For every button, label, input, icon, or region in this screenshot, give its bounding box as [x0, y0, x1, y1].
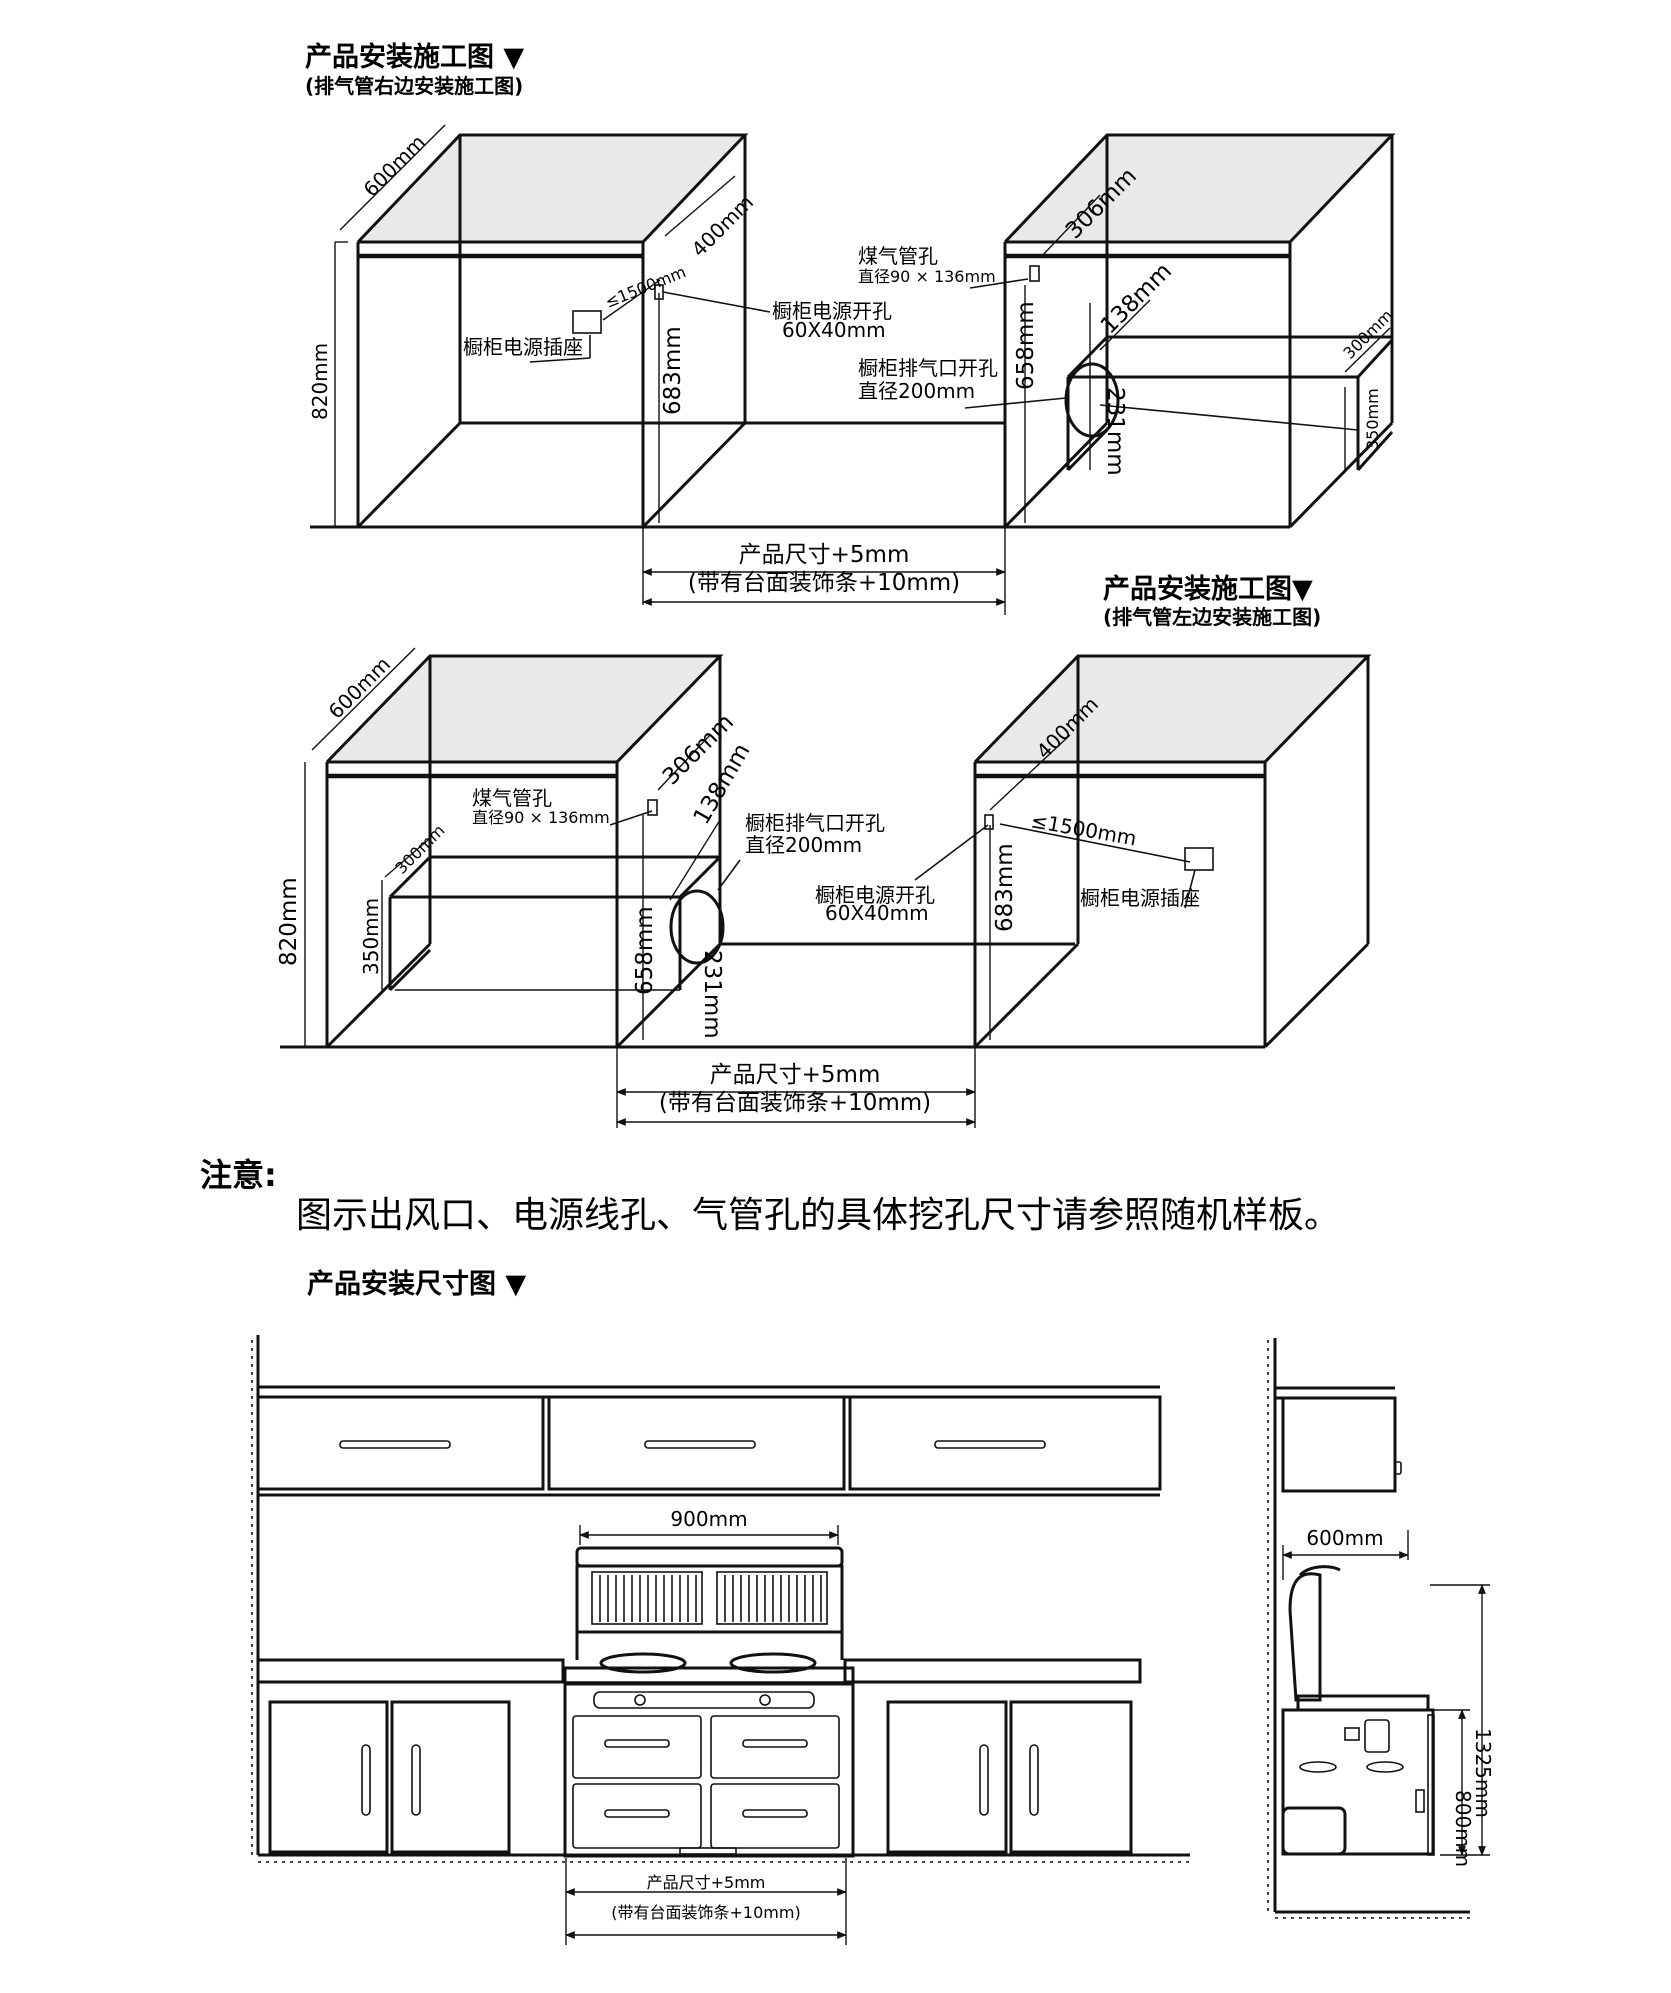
note-text: 图示出风口、电源线孔、气管孔的具体挖孔尺寸请参照随机样板。: [296, 1195, 1340, 1236]
upper-cabinet: [547, 1395, 846, 1491]
knob-icon: [634, 1694, 646, 1706]
section3-side-view: 600mm 1325mm 800mm: [1267, 1338, 1495, 1919]
label-power-hole: 橱柜电源开孔: [772, 299, 892, 323]
section1-right-cabinet: [1003, 133, 1396, 529]
label-power-hole-size: 60X40mm: [825, 901, 929, 925]
product-size-note: (带有台面装饰条+10mm): [659, 1090, 931, 1116]
label-gas-hole-size: 直径90 × 136mm: [858, 267, 996, 286]
knob-icon: [759, 1694, 771, 1706]
lower-cabinet-door: [390, 1700, 511, 1854]
dim-exhaust-diameter: 231mm: [699, 950, 725, 1039]
cabinet-top-surface: [327, 656, 720, 762]
door-handle: [1029, 1744, 1039, 1816]
drawer-handle: [604, 1739, 670, 1748]
gas-hole-icon: [1029, 265, 1040, 282]
drawer-handle: [604, 1809, 670, 1818]
section1-dimensions: [334, 124, 1391, 615]
side-gas-tank: [1281, 1806, 1347, 1856]
burner-icon: [729, 1652, 817, 1674]
note-block: 注意: 图示出风口、电源线孔、气管孔的具体挖孔尺寸请参照随机样板。: [200, 1156, 1340, 1236]
product-size: 产品尺寸+5mm: [739, 542, 910, 568]
dim-shelf-depth: 300mm: [1339, 306, 1396, 363]
side-backsplash: [1288, 1572, 1322, 1702]
door-handle: [411, 1744, 421, 1816]
door-handle: [979, 1744, 989, 1816]
label-gas-hole: 煤气管孔: [858, 244, 938, 268]
dim-shelf-height: 350mm: [1363, 388, 1382, 450]
countertop-right: [843, 1658, 1142, 1684]
side-upper-cabinet: [1281, 1396, 1397, 1493]
socket-icon: [1184, 847, 1214, 871]
cabinet-handle: [339, 1440, 451, 1449]
dim-power-hole-vertical: 683mm: [660, 326, 686, 415]
note-heading: 注意:: [200, 1156, 277, 1194]
product-size: 产品尺寸+5mm: [647, 1873, 766, 1892]
section2-subtitle: (排气管左边安装施工图): [1103, 605, 1321, 629]
upper-cabinet: [256, 1395, 545, 1491]
dim-exhaust-diameter: 231mm: [1102, 387, 1128, 476]
section1-subtitle: (排气管右边安装施工图): [305, 74, 523, 98]
label-socket: 橱柜电源插座: [463, 335, 583, 359]
label-exhaust-hole: 橱柜排气口开孔: [745, 811, 885, 835]
section1-header: 产品安装施工图 ▼ (排气管右边安装施工图): [305, 42, 524, 98]
lower-cabinet-door: [886, 1700, 1008, 1854]
lower-cabinet-door: [268, 1700, 389, 1854]
product-size: 产品尺寸+5mm: [710, 1062, 881, 1088]
dim-height: 820mm: [276, 877, 302, 966]
dim-width: 900mm: [670, 1507, 747, 1531]
dim-total-height: 1325mm: [1471, 1728, 1495, 1818]
section3-front-view: 900mm 产品尺寸+5mm (带有台面装饰条+10mm): [251, 1335, 1190, 1945]
section2-title: 产品安装施工图▼: [1103, 574, 1313, 605]
exhaust-hole-icon: [1064, 362, 1120, 438]
dim-power-hole-height: 400mm: [687, 190, 759, 262]
cabinet-handle: [934, 1440, 1046, 1449]
dim-height: 820mm: [308, 343, 332, 420]
gas-hole-icon: [647, 799, 658, 816]
section2-right-cabinet: [973, 654, 1372, 1049]
section2-left-cabinet: [280, 654, 1075, 1049]
door-handle: [361, 1744, 371, 1816]
socket-icon: [572, 310, 602, 334]
product-size-note: (带有台面装饰条+10mm): [688, 570, 960, 596]
dim-socket-distance: ≤1500mm: [1029, 808, 1138, 850]
dim-gas-hole-vertical: 658mm: [632, 906, 658, 995]
label-power-hole: 橱柜电源开孔: [815, 883, 935, 907]
cabinet-top-surface: [358, 135, 745, 242]
integrated-stove: [563, 1546, 855, 1858]
dim-depth: 600mm: [1306, 1526, 1383, 1550]
dim-shelf-depth: 300mm: [391, 821, 448, 878]
label-power-hole-size: 60X40mm: [782, 318, 886, 342]
label-socket: 橱柜电源插座: [1080, 886, 1200, 910]
upper-cabinet: [848, 1395, 1162, 1491]
lower-cabinet-door: [1009, 1700, 1133, 1854]
cabinet-handle: [644, 1440, 756, 1449]
drawer-handle: [742, 1809, 808, 1818]
dim-power-hole-vertical: 683mm: [992, 843, 1018, 932]
label-gas-hole-size: 直径90 × 136mm: [472, 808, 610, 827]
dim-counter-height: 800mm: [1451, 1790, 1475, 1867]
label-exhaust-hole: 橱柜排气口开孔: [858, 356, 998, 380]
power-hole-icon: [984, 814, 994, 830]
dim-socket-distance: ≤1500mm: [602, 262, 688, 312]
label-exhaust-hole-size: 直径200mm: [745, 833, 862, 857]
section1-title: 产品安装施工图 ▼: [305, 42, 524, 73]
section3-title: 产品安装尺寸图 ▼: [307, 1269, 526, 1300]
exhaust-hole-icon: [669, 889, 725, 965]
cabinet-top-surface: [975, 656, 1368, 762]
product-size-note: (带有台面装饰条+10mm): [611, 1903, 800, 1922]
dim-shelf-height: 350mm: [359, 898, 383, 975]
dim-gas-hole-vertical: 658mm: [1013, 301, 1039, 390]
section2-dimensions: [304, 647, 1196, 1128]
drawer-handle: [742, 1739, 808, 1748]
label-gas-hole: 煤气管孔: [472, 786, 552, 810]
countertop-left: [256, 1658, 565, 1684]
section2-header: 产品安装施工图▼ (排气管左边安装施工图): [1103, 574, 1321, 629]
cabinet-top-surface: [1005, 135, 1392, 242]
socket-icon: [1344, 1727, 1360, 1741]
label-exhaust-hole-size: 直径200mm: [858, 379, 975, 403]
burner-icon: [599, 1652, 687, 1674]
section1-left-cabinet: [310, 133, 1005, 529]
